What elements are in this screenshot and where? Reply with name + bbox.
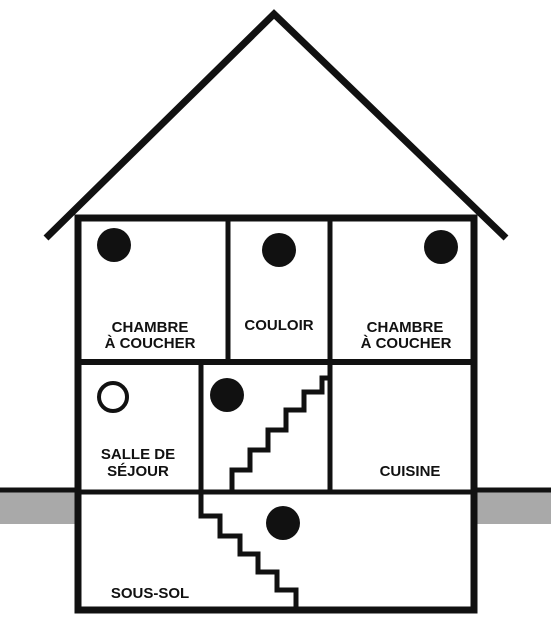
smoke-detector-stairwell	[210, 378, 244, 412]
label-bedroom-right-line2: À COUCHER	[361, 335, 452, 352]
smoke-detector-bedroom-left	[97, 228, 131, 262]
label-bedroom-right-line1: CHAMBRE	[367, 319, 444, 336]
label-hallway: COULOIR	[244, 317, 313, 334]
label-living-room-line2: SÉJOUR	[107, 463, 169, 480]
roof	[43, 9, 509, 241]
smoke-detector-hallway	[262, 233, 296, 267]
label-bedroom-left-line1: CHAMBRE	[112, 319, 189, 336]
smoke-detector-bedroom-right	[424, 230, 458, 264]
main-stairs	[229, 375, 330, 492]
label-basement: SOUS-SOL	[111, 585, 189, 602]
label-bedroom-left-line2: À COUCHER	[105, 335, 196, 352]
smoke-detector-basement	[266, 506, 300, 540]
label-living-room-line1: SALLE DE	[101, 446, 175, 463]
house-outline	[74, 214, 478, 614]
smoke-detector-living-room-outline	[97, 381, 129, 413]
label-kitchen: CUISINE	[380, 463, 441, 480]
basement-stairs	[198, 492, 299, 610]
